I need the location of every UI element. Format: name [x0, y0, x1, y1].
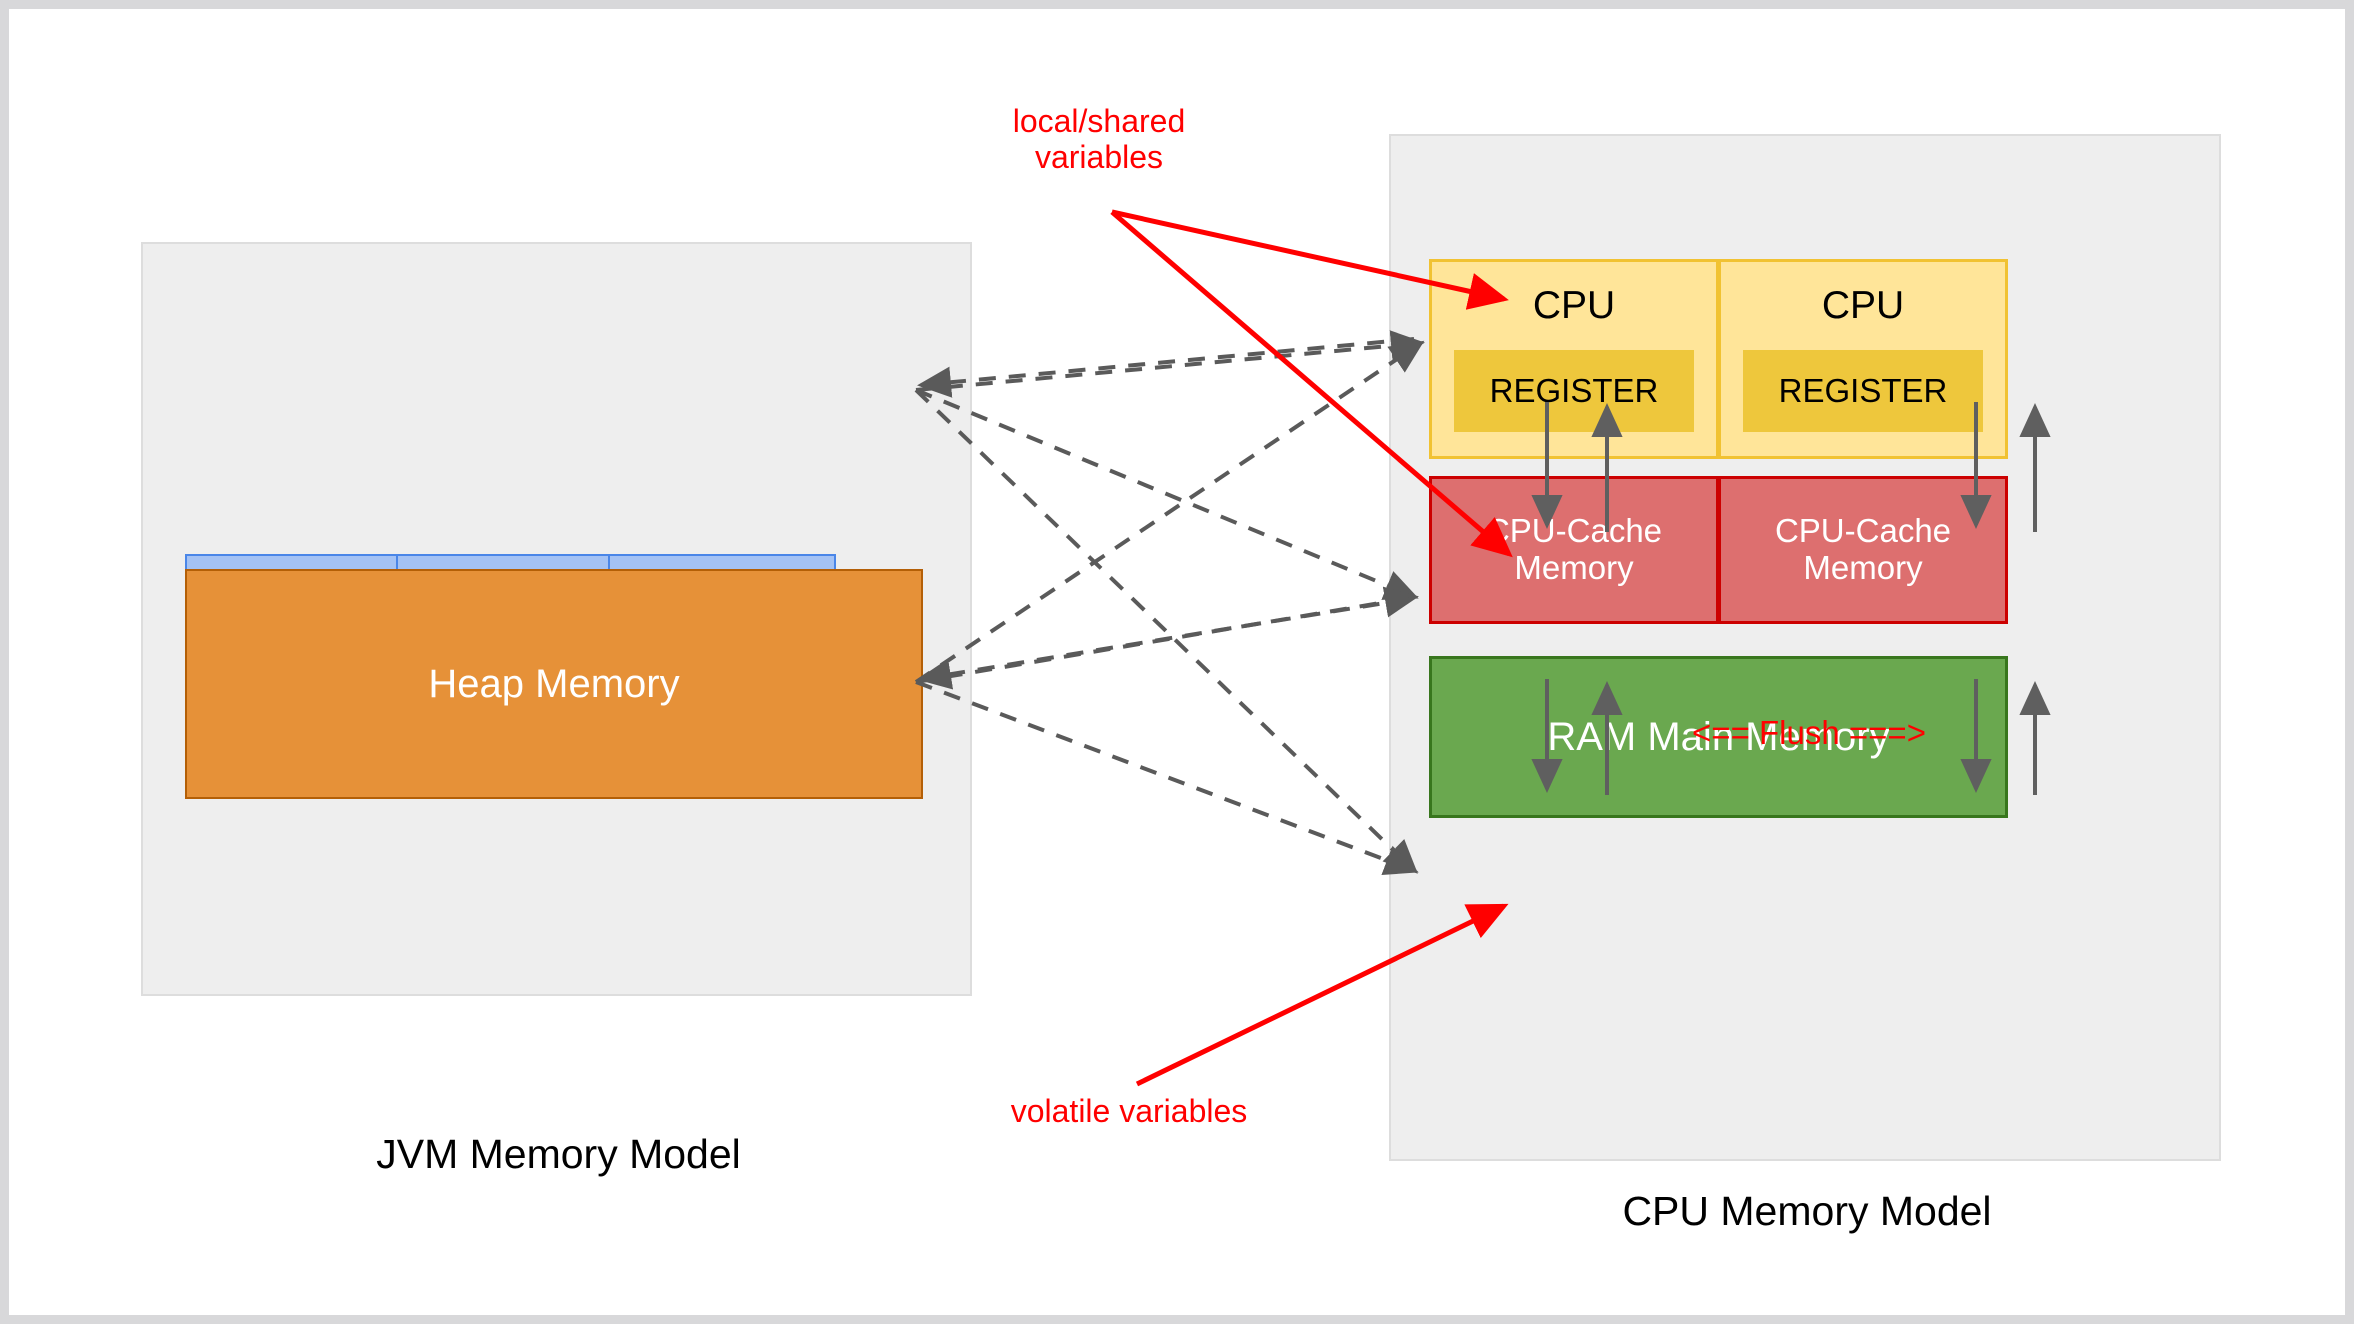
- cpu-box-1: CPU REGISTER: [1429, 259, 1719, 459]
- dashed-connectors-thread-stack: [914, 330, 1425, 874]
- heap-memory-box: Heap Memory: [185, 569, 923, 799]
- annotation-local-shared-variables: local/shared variables: [1012, 103, 1186, 175]
- register-box-1: REGISTER: [1454, 350, 1694, 432]
- cpu-cache-memory-box-1: CPU-Cache Memory: [1429, 476, 1719, 624]
- jvm-memory-model-title: JVM Memory Model: [376, 1131, 741, 1177]
- annotation-volatile-variables: volatile variables: [1010, 1093, 1248, 1129]
- cpu-label-2: CPU: [1821, 284, 1905, 327]
- cpu-cache-memory-box-2: CPU-Cache Memory: [1718, 476, 2008, 624]
- jvm-memory-model-panel: Thread Stack Thread Stack Thread Stack H…: [141, 242, 972, 1175]
- register-box-2: REGISTER: [1743, 350, 1983, 432]
- cpu-box-2: CPU REGISTER: [1718, 259, 2008, 459]
- cpu-memory-model-panel: CPU REGISTER CPU-Cache Memory CPU REGIST…: [1389, 134, 2221, 1232]
- annotation-flush: <== Flush ===>: [1692, 714, 1926, 751]
- cpu-memory-model-title: CPU Memory Model: [1622, 1188, 1992, 1234]
- ram-main-memory-box: RAM Main Memory: [1429, 656, 2008, 818]
- dashed-connectors-heap: [914, 340, 1425, 875]
- cpu-label-1: CPU: [1532, 284, 1616, 327]
